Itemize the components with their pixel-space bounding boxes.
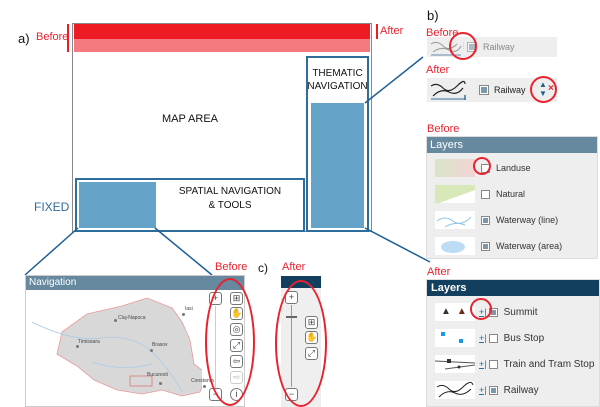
layer-row-natural[interactable]: Natural <box>427 183 597 205</box>
layer-name: Waterway (area) <box>496 241 563 251</box>
spatial-navigation-fill <box>79 182 156 228</box>
waterway-area-thumbnail <box>435 237 475 255</box>
railway-before-row: :: Railway <box>427 37 557 57</box>
city-label: Bucuresti <box>147 372 168 378</box>
before-marker <box>67 24 69 52</box>
layers-panel-title: Layers <box>427 280 599 296</box>
layer-name: Summit <box>503 306 538 318</box>
spatial-line-2: & TOOLS <box>208 200 252 211</box>
city-label: Timisoara <box>78 339 100 345</box>
layer-name: Waterway (line) <box>496 215 559 225</box>
layer-row-waterway-area[interactable]: Waterway (area) <box>427 235 597 257</box>
layer-row-landuse[interactable]: Landuse <box>427 157 597 179</box>
train-tram-stop-checkbox[interactable] <box>488 359 498 369</box>
city-label: Brasov <box>152 342 168 348</box>
layer-name: Natural <box>496 189 526 199</box>
train-tram-stop-thumbnail <box>434 355 476 373</box>
after-label: After <box>380 25 404 37</box>
waterway-area-checkbox[interactable] <box>481 241 490 251</box>
railway-checkbox[interactable] <box>479 85 489 95</box>
header-bar-before <box>74 39 370 52</box>
layer-row-summit[interactable]: ▲▲ +| Summit <box>427 301 597 323</box>
city-label: Iasi <box>185 306 193 312</box>
layers-panel-before: Layers Landuse Natural Waterway (line) W… <box>426 136 598 259</box>
thematic-navigation-frame <box>306 56 369 232</box>
layer-row-waterway-line[interactable]: Waterway (line) <box>427 209 597 231</box>
navigation-panel-title: Navigation <box>26 276 244 290</box>
layers-panel-after: Layers ▲▲ +| Summit +| Bus Stop +| Train… <box>426 279 600 407</box>
layer-name: Landuse <box>496 163 531 173</box>
railway-layer-name: Railway <box>483 42 515 52</box>
panel-c-label: c) <box>258 261 268 275</box>
nav-before-label: Before <box>215 261 248 273</box>
layer-row-train-tram-stop[interactable]: +| Train and Tram Stop <box>427 353 597 375</box>
panel-b-label: b) <box>427 8 439 23</box>
expand-icon[interactable]: +| <box>479 359 487 369</box>
layers-before-label: Before <box>427 123 460 135</box>
panel-a-label: a) <box>18 31 30 46</box>
thematic-navigation-fill <box>311 103 364 228</box>
fixed-label: FIXED <box>34 200 70 214</box>
before-label: Before <box>36 31 69 43</box>
summit-thumbnail: ▲▲ <box>435 303 475 321</box>
layer-row-railway[interactable]: +| Railway <box>427 379 597 401</box>
layers-panel-title: Layers <box>427 137 597 153</box>
header-bar-after <box>74 24 370 39</box>
thematic-navigation-label: THEMATIC NAVIGATION <box>306 67 369 93</box>
railway-after-label: After <box>426 64 450 76</box>
railway-thumbnail-icon <box>430 80 466 100</box>
highlight-circle <box>470 298 492 320</box>
romania-overview-map[interactable] <box>32 292 202 404</box>
thematic-line-2: NAVIGATION <box>307 81 368 92</box>
highlight-ellipse <box>275 280 327 407</box>
after-marker <box>376 24 378 39</box>
spatial-navigation-label: SPATIAL NAVIGATION & TOOLS <box>160 185 300 213</box>
expand-icon[interactable]: +| <box>479 385 487 395</box>
waterway-line-checkbox[interactable] <box>481 215 490 225</box>
layer-row-bus-stop[interactable]: +| Bus Stop <box>427 327 597 349</box>
bus-stop-thumbnail <box>435 329 475 347</box>
layer-name: Train and Tram Stop <box>503 358 595 370</box>
city-label: Cluj-Napoca <box>118 315 146 321</box>
highlight-circle <box>449 32 477 60</box>
railway-thumbnail <box>435 381 475 399</box>
railway-checkbox[interactable] <box>488 385 498 395</box>
highlight-circle <box>530 76 557 103</box>
natural-checkbox[interactable] <box>481 189 490 199</box>
railway-layer-name: Railway <box>494 85 526 95</box>
layers-after-label: After <box>427 266 451 278</box>
spatial-line-1: SPATIAL NAVIGATION <box>178 186 282 197</box>
layer-name: Bus Stop <box>503 332 545 344</box>
city-label: Constanta <box>191 378 214 384</box>
thematic-line-1: THEMATIC <box>312 68 363 79</box>
expand-icon[interactable]: +| <box>479 333 487 343</box>
spatial-navigation-frame <box>75 178 305 232</box>
layer-name: Railway <box>503 384 539 396</box>
landuse-thumbnail <box>435 159 475 177</box>
waterway-line-thumbnail <box>435 211 475 229</box>
railway-before-label: Before <box>426 27 459 39</box>
map-area-label: MAP AREA <box>161 113 219 125</box>
nav-after-label: After <box>282 261 306 273</box>
highlight-ellipse <box>205 278 255 406</box>
natural-thumbnail <box>435 185 475 203</box>
bus-stop-checkbox[interactable] <box>488 333 498 343</box>
highlight-circle <box>473 157 491 175</box>
